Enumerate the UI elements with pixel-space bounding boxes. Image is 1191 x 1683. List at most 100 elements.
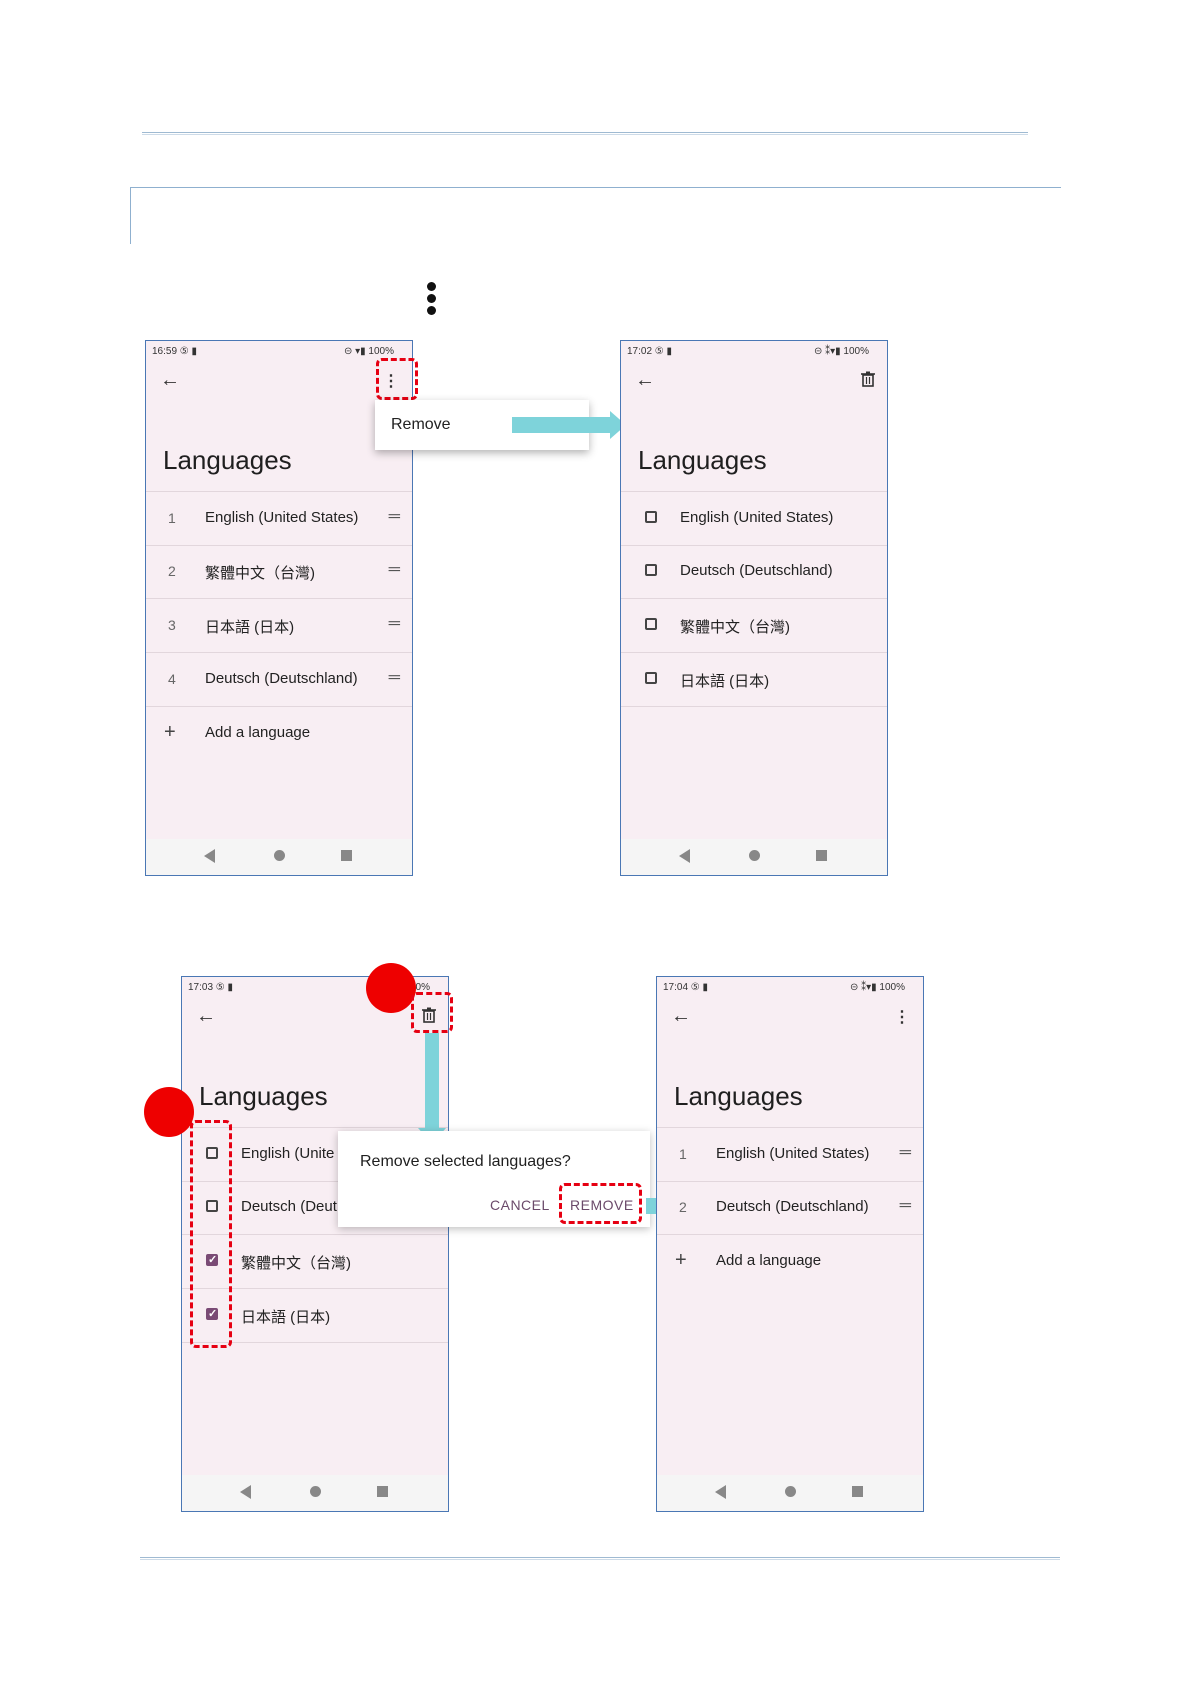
highlight-more-options [376,358,418,400]
back-arrow-icon[interactable]: ← [196,1005,216,1027]
more-options-icon[interactable]: ⋮ [894,1009,910,1026]
language-label: Deutsch (Deutschland) [205,670,358,687]
list-item[interactable]: English (Unite [182,1127,448,1182]
checkbox[interactable] [645,618,657,630]
language-label: Deutsch (Deut [241,1198,337,1215]
plus-icon: + [164,721,176,743]
language-label: English (United States) [716,1145,870,1162]
page-title: Languages [674,1081,803,1111]
language-label: Deutsch (Deutschland) [716,1198,869,1215]
language-label: 繁體中文（台灣) [205,565,315,582]
nav-bar [146,839,412,875]
phone-screen-3: 17:03 ⑤ ▮ 0% ← Languages English (Unite … [181,976,449,1512]
remove-menu-item[interactable]: Remove [391,416,451,433]
phone-screen-1: 16:59 ⑤ ▮ ⊝ ▾▮ 100% ← ⋮ Languages 1 Engl… [145,340,413,876]
page-title: Languages [163,445,292,475]
language-label: English (Unite [241,1145,335,1162]
status-icons: ⊝ ▾▮ 100% [343,346,394,357]
footer-rule [140,1557,1060,1558]
more-options-icon [427,282,437,315]
cancel-button[interactable]: CANCEL [490,1197,550,1213]
list-item[interactable]: 1 English (United States) ═ [657,1127,923,1182]
nav-home-icon[interactable] [749,850,760,861]
add-language-button[interactable]: + Add a language [657,1235,923,1288]
row-number: 3 [168,617,176,633]
language-label: 日本語 (日本) [205,619,295,636]
nav-back-icon[interactable] [240,1485,251,1499]
list-item[interactable]: English (United States) [621,491,887,546]
plus-icon: + [675,1249,687,1271]
list-item[interactable]: 日本語 (日本) [621,653,887,707]
phone-screen-4: 17:04 ⑤ ▮ ⊝ ⁑▾▮ 100% ← ⋮ Languages 1 Eng… [656,976,924,1512]
list-item[interactable]: 日本語 (日本) [182,1289,448,1343]
status-bar: 17:03 ⑤ ▮ 0% [182,977,448,999]
drag-handle-icon[interactable]: ═ [899,1144,911,1161]
row-number: 2 [679,1199,687,1215]
checkbox-checked[interactable] [206,1307,218,1320]
nav-home-icon[interactable] [310,1486,321,1497]
drag-handle-icon[interactable]: ═ [388,561,400,578]
nav-bar [182,1475,448,1511]
nav-home-icon[interactable] [274,850,285,861]
back-arrow-icon[interactable]: ← [160,369,180,391]
back-arrow-icon[interactable]: ← [635,369,655,391]
checkbox[interactable] [206,1147,218,1159]
callout-marker-red [366,963,416,1013]
language-label: English (United States) [205,509,359,526]
list-item[interactable]: Deutsch (Deut [182,1181,448,1235]
checkbox-checked[interactable] [206,1253,218,1266]
dialog-message: Remove selected languages? [360,1153,571,1170]
page-title: Languages [638,445,767,475]
more-options-icon[interactable]: ⋮ [383,373,399,390]
nav-recents-icon[interactable] [341,850,352,861]
checkbox[interactable] [645,511,657,523]
drag-handle-icon[interactable]: ═ [388,508,400,525]
add-language-button[interactable]: + Add a language [146,707,412,760]
header-rule [142,132,1028,133]
highlight-remove-button [559,1183,642,1224]
nav-back-icon[interactable] [715,1485,726,1499]
language-label: 日本語 (日本) [241,1309,331,1326]
status-time: 17:02 ⑤ ▮ [627,346,673,357]
drag-handle-icon[interactable]: ═ [388,669,400,686]
drag-handle-icon[interactable]: ═ [388,615,400,632]
row-number: 2 [168,563,176,579]
trash-icon[interactable] [861,371,875,392]
drag-handle-icon[interactable]: ═ [899,1197,911,1214]
remove-button[interactable]: REMOVE [570,1197,634,1213]
status-icons: ⊝ ⁑▾▮ 100% [849,982,905,993]
status-icons: 0% [415,982,430,993]
nav-bar [621,839,887,875]
row-number: 4 [168,671,176,687]
list-item[interactable]: 繁體中文（台灣) [621,599,887,653]
language-label: English (United States) [680,509,834,526]
list-item[interactable]: 繁體中文（台灣) [182,1235,448,1289]
nav-back-icon[interactable] [679,849,690,863]
trash-icon[interactable] [422,1007,436,1028]
status-icons: ⊝ ⁑▾▮ 100% [813,346,869,357]
list-item[interactable]: 2 Deutsch (Deutschland) ═ [657,1181,923,1235]
list-item[interactable]: Deutsch (Deutschland) [621,545,887,599]
checkbox[interactable] [206,1200,218,1212]
page-title: Languages [199,1081,328,1111]
list-item[interactable]: 1 English (United States) ═ [146,491,412,546]
list-item[interactable]: 3 日本語 (日本) ═ [146,599,412,653]
nav-recents-icon[interactable] [377,1486,388,1497]
list-item[interactable]: 4 Deutsch (Deutschland) ═ [146,653,412,707]
nav-back-icon[interactable] [204,849,215,863]
back-arrow-icon[interactable]: ← [671,1005,691,1027]
highlight-checkboxes [190,1120,232,1348]
header-rule-secondary [142,134,1028,135]
flow-arrow [418,1033,446,1144]
remove-confirm-dialog: Remove selected languages? CANCEL REMOVE [338,1131,650,1227]
checkbox[interactable] [645,564,657,576]
checkbox[interactable] [645,672,657,684]
language-label: 日本語 (日本) [680,673,770,690]
nav-recents-icon[interactable] [816,850,827,861]
nav-bar [657,1475,923,1511]
footer-rule-secondary [140,1559,1060,1560]
nav-recents-icon[interactable] [852,1486,863,1497]
nav-home-icon[interactable] [785,1486,796,1497]
status-bar: 16:59 ⑤ ▮ ⊝ ▾▮ 100% [146,341,412,363]
list-item[interactable]: 2 繁體中文（台灣) ═ [146,545,412,599]
